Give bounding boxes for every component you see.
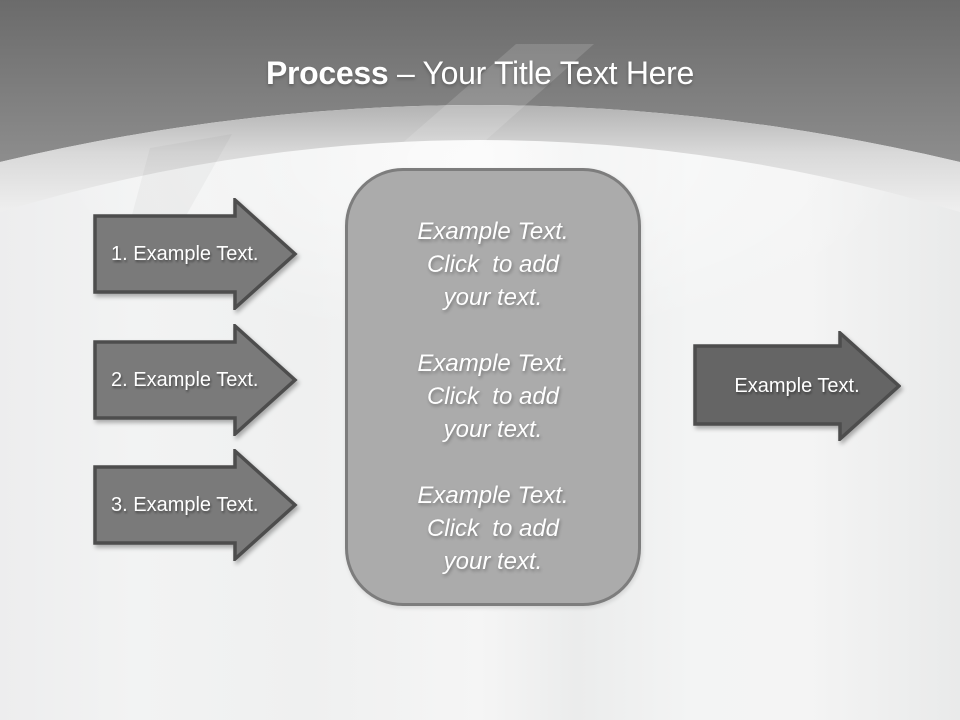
panel-block-2-line-2: Click to add	[426, 383, 560, 410]
panel-block-2-line-1: Example Text.	[417, 350, 569, 377]
header-background	[0, 0, 960, 212]
band-highlight-streak	[392, 44, 594, 158]
panel-block-2-line-3: your text.	[443, 416, 543, 443]
right-arrow-shape-icon	[93, 324, 298, 436]
output-arrow-label: Example Text.	[734, 374, 860, 397]
process-step-arrow-3[interactable]: 3. Example Text.	[93, 449, 298, 561]
panel-block-1-line-2: Click to add	[426, 251, 560, 278]
right-arrow-shape-icon	[93, 449, 298, 561]
center-text-panel[interactable]: Example Text. Click to add your text. Ex…	[345, 168, 641, 606]
header-band	[0, 0, 960, 162]
panel-text-block-3[interactable]: Example Text. Click to add your text.	[348, 479, 638, 578]
title-emphasis: Process	[265, 55, 398, 91]
output-arrow[interactable]: Example Text.	[693, 331, 901, 441]
panel-block-3-line-1: Example Text.	[417, 482, 569, 509]
process-step-2-label: 2. Example Text.	[111, 368, 259, 391]
process-step-arrow-2[interactable]: 2. Example Text.	[93, 324, 298, 436]
arc-band	[0, 105, 960, 212]
panel-text-block-2[interactable]: Example Text. Click to add your text.	[348, 347, 638, 446]
panel-block-1-line-1: Example Text.	[417, 218, 569, 245]
process-step-arrow-1[interactable]: 1. Example Text.	[93, 198, 298, 310]
panel-block-3-line-2: Click to add	[426, 515, 560, 542]
right-arrow-shape-icon	[693, 331, 901, 441]
process-step-3-label: 3. Example Text.	[111, 493, 259, 516]
process-step-1-label: 1. Example Text.	[111, 242, 259, 265]
panel-block-1-line-3: your text.	[443, 284, 543, 311]
right-arrow-shape-icon	[93, 198, 298, 310]
title-rest: – Your Title Text Here	[397, 55, 695, 91]
slide-title[interactable]: Process – Your Title Text Here	[0, 53, 960, 93]
panel-text-block-1[interactable]: Example Text. Click to add your text.	[348, 215, 638, 314]
panel-block-3-line-3: your text.	[443, 548, 543, 575]
